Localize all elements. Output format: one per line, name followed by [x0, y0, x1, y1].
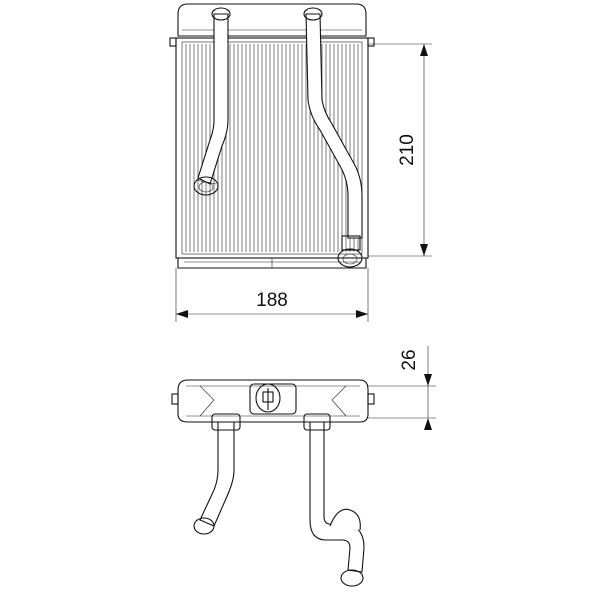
front-view: 210 188 — [169, 3, 432, 322]
dimension-height-label: 210 — [397, 134, 418, 166]
bottom-tank — [177, 257, 367, 269]
top-view-body — [177, 379, 369, 423]
dimension-height: 210 — [368, 43, 432, 257]
outlet-pipe — [303, 7, 363, 268]
inlet-pipe — [193, 7, 231, 196]
dimension-depth: 26 — [368, 346, 436, 430]
top-view-inlet-pipe — [193, 413, 241, 535]
dimension-width-label: 188 — [256, 290, 288, 311]
top-view: 26 — [171, 346, 436, 587]
top-tank — [177, 3, 367, 37]
dimension-width: 188 — [175, 268, 369, 322]
dimension-depth-label: 26 — [399, 349, 420, 370]
top-view-outlet-pipe — [303, 413, 365, 587]
